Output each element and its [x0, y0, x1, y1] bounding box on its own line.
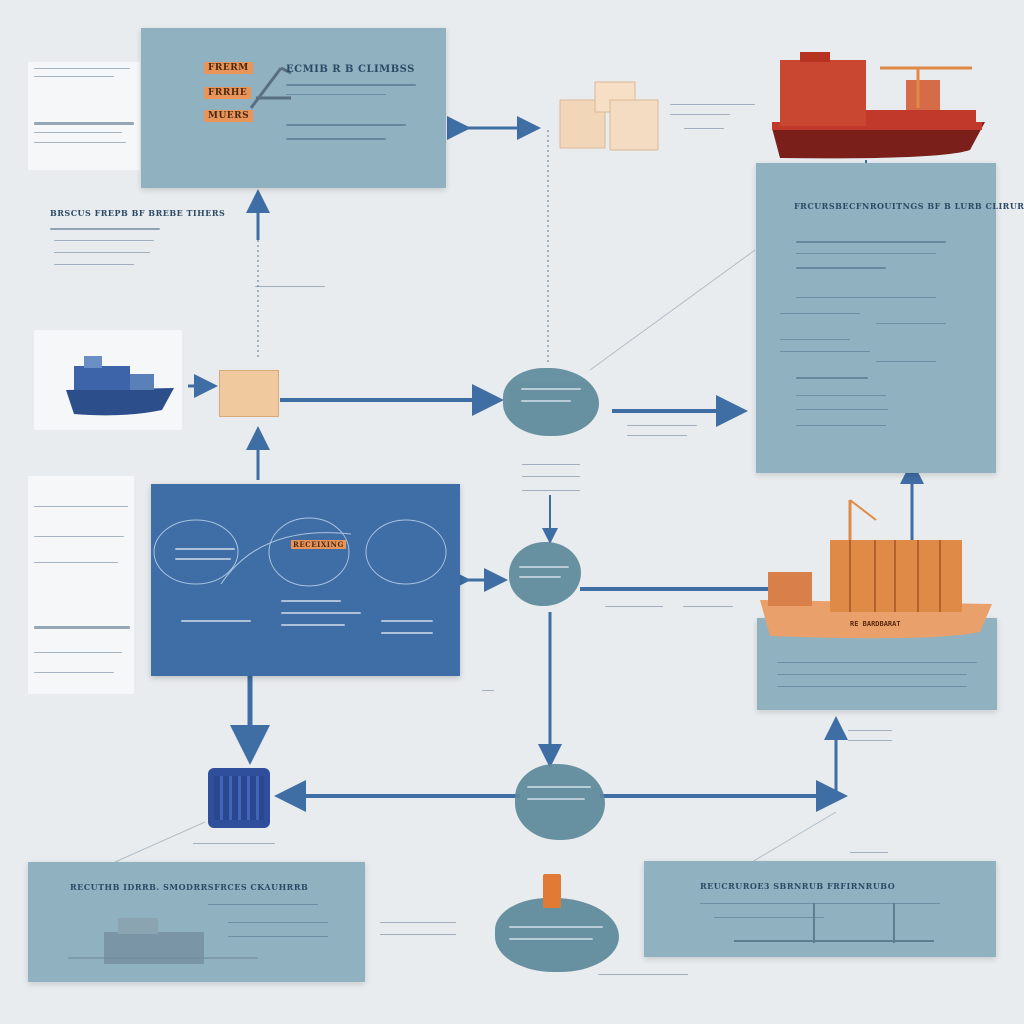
- tag-1: FRERM: [204, 62, 253, 74]
- hub3-caption: [848, 730, 892, 731]
- route-caption-1: [605, 606, 663, 607]
- top-process-panel: FRERM FRRHE MUERS ECMIB R B CLIMBSS: [141, 28, 446, 188]
- server-caption: [193, 843, 275, 844]
- bottom-left-panel: RECUTHB IDRRB. SMODRRSFRCES CKAUHRRB: [28, 862, 365, 982]
- hub1-caption: [627, 425, 697, 426]
- label-under-arrow: [255, 286, 325, 287]
- notes-left: BRSCUS FREPB BF BREBE TIHERS: [40, 208, 225, 288]
- hub-node-1: [503, 368, 599, 436]
- ship-panel-right: [757, 618, 997, 710]
- hub-node-4: [495, 898, 619, 972]
- receiving-panel: RECEIXING: [151, 484, 460, 676]
- thin-diagonal-2: [114, 821, 206, 863]
- ferry-silhouette-icon: [68, 918, 258, 964]
- hub1-notes: [522, 464, 580, 465]
- tag-3: MUERS: [204, 110, 254, 122]
- bottom-left-side-caption: [380, 922, 456, 923]
- process-loop-graphic: [153, 517, 447, 587]
- parcel-icon: [219, 370, 279, 417]
- thin-diagonal-1: [589, 249, 756, 371]
- receiving-label: RECEIXING: [291, 540, 346, 549]
- route-caption-2: [683, 606, 733, 607]
- notes-card-left-stack: [28, 476, 134, 694]
- notes-card-top-left: [28, 62, 140, 170]
- ship-card-left: [34, 330, 182, 430]
- thin-diagonal-3: [751, 811, 837, 863]
- bottom-right-panel: REUCRUROE3 SBRNRUB FRFIRNRUBO: [644, 861, 996, 957]
- crane-icon: [249, 66, 292, 109]
- buoy-icon: [543, 874, 561, 908]
- dock-crane-icon: [734, 903, 934, 943]
- ship-name-label: RE BARDBARAT: [850, 620, 901, 628]
- cargo-ship-blue-icon: [66, 356, 174, 416]
- buoy-caption: [598, 974, 688, 975]
- tag-2: FRRHE: [204, 87, 252, 99]
- top-panel-title: ECMIB R B CLIMBSS: [286, 64, 415, 75]
- dark-panel-note: [482, 690, 494, 691]
- doc-panel-title: FRCURSBECFNROUITNGS BF B LURB CLIRUR: [794, 201, 1024, 211]
- hub-node-3: [515, 764, 605, 840]
- document-panel-right: FRCURSBECFNROUITNGS BF B LURB CLIRUR: [756, 163, 1024, 473]
- bottom-left-title: RECUTHB IDRRB. SMODRRSFRCES CKAUHRRB: [70, 882, 309, 892]
- hub-node-2: [509, 542, 581, 606]
- bottom-right-title: REUCRUROE3 SBRNRUB FRFIRNRUBO: [700, 881, 896, 891]
- notes-left-heading: BRSCUS FREPB BF BREBE TIHERS: [50, 208, 226, 218]
- box-caption: [670, 104, 755, 105]
- server-rack-icon: [208, 768, 270, 828]
